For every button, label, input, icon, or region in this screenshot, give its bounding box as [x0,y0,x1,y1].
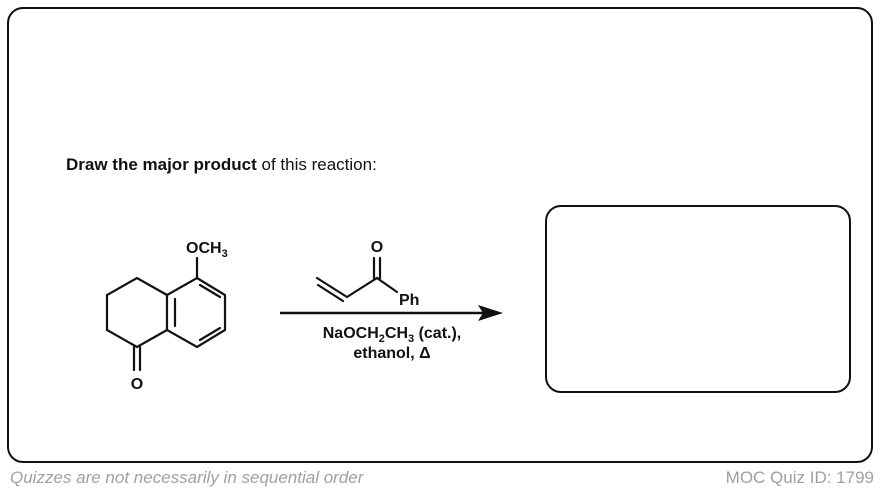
reagent-molecule [315,256,399,303]
footer-note: Quizzes are not necessarily in sequentia… [10,468,364,487]
reaction-arrow [280,305,503,321]
question-bold: Draw the major product [66,155,257,174]
methoxy-label: OCH3 [186,240,228,260]
question-rest: of this reaction: [256,155,377,174]
quiz-card [7,7,873,463]
reactant-oxygen-label: O [131,376,143,393]
answer-box[interactable] [545,205,851,393]
conditions-line-1: NaOCH2CH3 (cat.), [323,325,462,345]
phenyl-label: Ph [399,292,419,309]
question-prompt: Draw the major product of this reaction: [66,155,377,175]
reagent-oxygen-label: O [371,239,383,256]
reactant-molecule [105,256,227,372]
quiz-id: MOC Quiz ID: 1799 [725,468,874,487]
conditions-line-2: ethanol, Δ [353,345,430,362]
